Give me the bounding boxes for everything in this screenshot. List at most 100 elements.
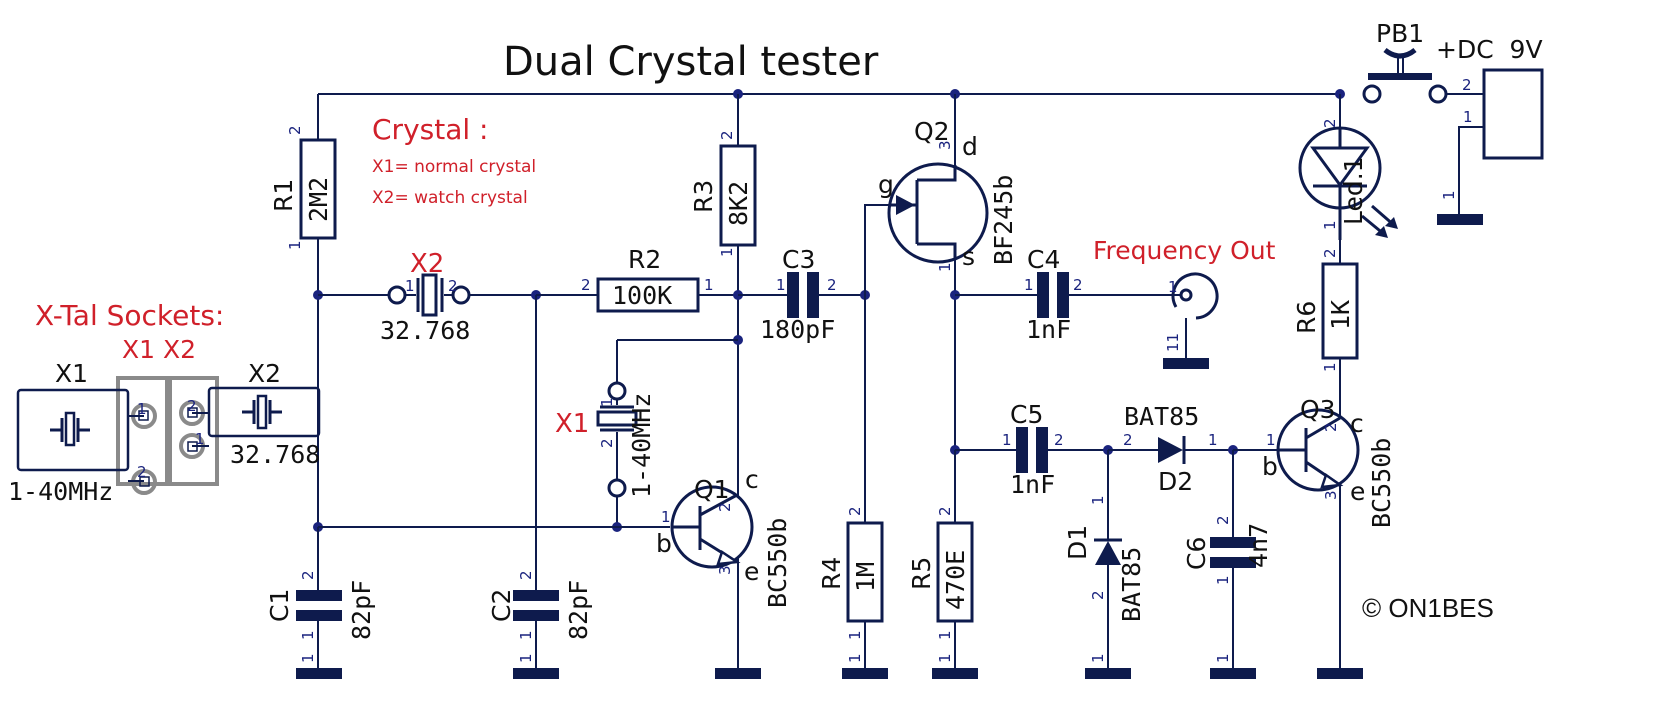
svg-text:2: 2 — [137, 463, 147, 481]
svg-text:1: 1 — [1214, 575, 1232, 585]
svg-text:1: 1 — [1440, 190, 1458, 200]
capacitor-c3: 1 2 C3 180pF — [738, 245, 865, 344]
r4-value: 1M — [851, 562, 880, 592]
frequency-output-connector: 1 11 — [1163, 272, 1219, 369]
diode-d2: 2 1 BAT85 D2 — [1108, 402, 1233, 496]
d2-ref: D2 — [1158, 467, 1193, 496]
d2-value: BAT85 — [1124, 402, 1199, 431]
svg-text:s: s — [962, 242, 975, 271]
c6-value: 4n7 — [1244, 523, 1273, 568]
r3-ref: R3 — [689, 180, 718, 213]
svg-text:1: 1 — [936, 630, 954, 640]
svg-text:c: c — [745, 465, 759, 494]
frequency-out-label: Frequency Out — [1093, 236, 1276, 265]
svg-text:2: 2 — [827, 276, 837, 294]
svg-text:2: 2 — [1321, 248, 1339, 258]
c3-ref: C3 — [782, 245, 815, 274]
r6-ref: R6 — [1292, 301, 1321, 334]
svg-text:1: 1 — [195, 430, 205, 448]
push-button-pb1: PB1 — [1362, 19, 1448, 104]
r5-ref: R5 — [907, 557, 936, 590]
svg-text:3: 3 — [1322, 490, 1340, 500]
q1-ref: Q1 — [694, 475, 730, 504]
svg-text:1: 1 — [1089, 495, 1107, 505]
svg-text:2: 2 — [716, 502, 734, 512]
svg-text:1: 1 — [517, 630, 535, 640]
q2-ref: Q2 — [914, 117, 950, 146]
ground-symbol — [932, 668, 978, 679]
c2-value: 82pF — [564, 580, 593, 640]
c5-ref: C5 — [1010, 400, 1043, 429]
svg-text:1: 1 — [1214, 653, 1232, 663]
ground-symbol — [513, 668, 559, 679]
svg-text:2: 2 — [598, 438, 616, 448]
r2-value: 100K — [612, 281, 672, 310]
transistor-q2: Q2 g d s 3 1 BF245b — [864, 94, 1018, 450]
svg-text:1: 1 — [405, 277, 415, 295]
svg-text:1: 1 — [704, 276, 714, 294]
c1-ref: C1 — [265, 589, 294, 622]
ground-symbol — [1210, 668, 1256, 679]
resistor-r5: 2 1 1 470E R5 — [907, 450, 974, 668]
svg-text:1: 1 — [299, 630, 317, 640]
crystal-x2: 1 2 X2 32.768 — [318, 249, 536, 345]
r4-ref: R4 — [817, 557, 846, 590]
svg-text:c: c — [1350, 409, 1364, 438]
q2-value: BF245b — [989, 175, 1018, 265]
svg-text:2: 2 — [1073, 276, 1083, 294]
svg-text:1: 1 — [1321, 220, 1339, 230]
transistor-q1: Q1 b c e 1 2 3 BC550b — [656, 465, 792, 608]
c4-ref: C4 — [1027, 245, 1060, 274]
svg-text:1: 1 — [137, 400, 147, 418]
svg-text:1: 1 — [846, 630, 864, 640]
pb1-ref: PB1 — [1376, 19, 1424, 48]
socket-x2-title: X2 — [248, 359, 281, 388]
svg-text:e: e — [1350, 477, 1365, 506]
dc-9v-label: +DC 9V — [1436, 35, 1543, 64]
svg-text:2: 2 — [299, 570, 317, 580]
svg-text:1: 1 — [661, 508, 671, 526]
led-1: 2 1 Led.1 — [1298, 94, 1398, 240]
svg-text:d: d — [962, 132, 978, 161]
crystal-note-x1: X1= normal crystal — [372, 157, 536, 177]
capacitor-c2: 2 1 1 C2 82pF — [487, 570, 593, 668]
svg-text:2: 2 — [1214, 515, 1232, 525]
svg-text:1: 1 — [1208, 431, 1218, 449]
crystal-x1: 1 2 X1 1-40MHz — [555, 339, 738, 527]
q3-value: BC550b — [1367, 438, 1396, 528]
svg-text:e: e — [744, 557, 759, 586]
svg-text:2: 2 — [448, 277, 458, 295]
svg-text:1: 1 — [1463, 108, 1473, 126]
svg-text:1: 1 — [1266, 431, 1276, 449]
svg-text:b: b — [1262, 452, 1278, 481]
svg-text:2: 2 — [1321, 118, 1339, 128]
resistor-r6: 2 1 1K R6 — [1292, 240, 1359, 418]
capacitor-c1: 2 1 1 C1 82pF — [265, 527, 376, 668]
schematic-title: Dual Crystal tester — [503, 39, 879, 85]
c6-ref: C6 — [1182, 537, 1211, 570]
svg-text:1: 1 — [936, 262, 954, 272]
svg-text:2: 2 — [1089, 590, 1107, 600]
r1-ref: R1 — [269, 179, 298, 212]
crystal-note-x2: X2= watch crystal — [372, 188, 528, 208]
svg-text:1: 1 — [846, 653, 864, 663]
svg-text:1: 1 — [1168, 278, 1178, 296]
x2-ref: X2 — [410, 249, 444, 279]
ground-symbol — [715, 668, 761, 679]
resistor-r2: 2 1 100K R2 — [536, 245, 738, 313]
ground-symbol — [1317, 668, 1363, 679]
c5-value: 1nF — [1010, 470, 1055, 499]
c2-ref: C2 — [487, 589, 516, 622]
svg-text:2: 2 — [286, 125, 304, 135]
svg-text:2: 2 — [1123, 431, 1133, 449]
svg-text:2: 2 — [718, 130, 736, 140]
svg-text:1: 1 — [1321, 362, 1339, 372]
sockets-labels: X1 X2 — [122, 335, 196, 364]
q3-ref: Q3 — [1300, 395, 1336, 424]
socket-x1-crystal-box — [16, 388, 130, 472]
q1-value: BC550b — [763, 518, 792, 608]
x2-value: 32.768 — [380, 316, 470, 345]
svg-text:1: 1 — [299, 653, 317, 663]
transistor-q3: Q3 b c e 1 2 3 BC550b — [1233, 395, 1396, 528]
